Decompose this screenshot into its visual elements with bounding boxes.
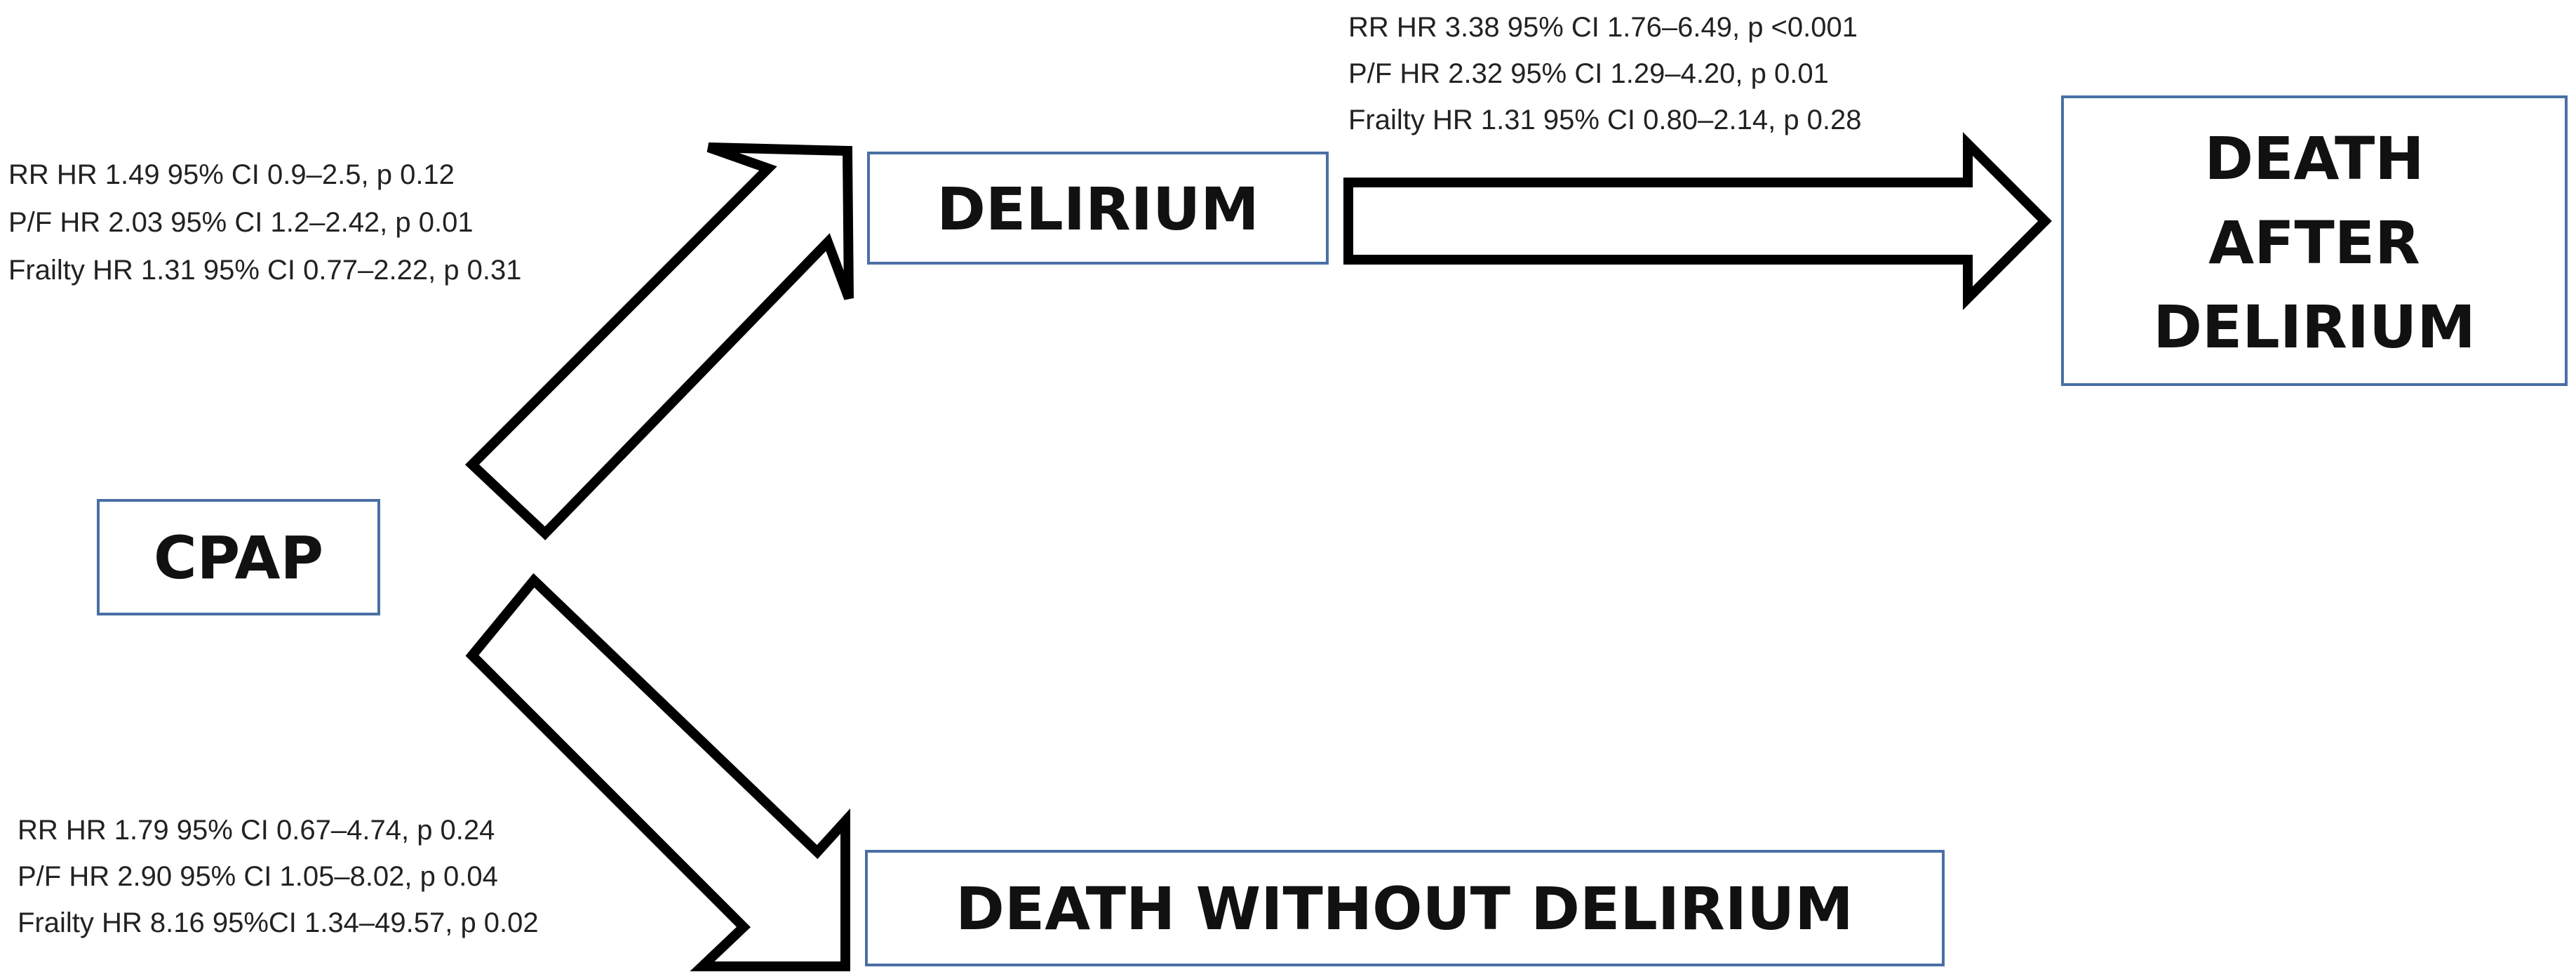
node-death-without-delirium-label: DEATH WITHOUT DELIRIUM	[955, 874, 1853, 943]
node-delirium-box	[867, 152, 1329, 265]
stats-cpap-to-delirium: RR HR 1.49 95% CI 0.9–2.5, p 0.12 P/F HR…	[8, 159, 522, 286]
arrow-cpap-to-delirium	[464, 142, 854, 540]
stat-line: Frailty HR 1.31 95% CI 0.80–2.14, p 0.28	[1348, 105, 1862, 135]
stat-line: P/F HR 2.03 95% CI 1.2–2.42, p 0.01	[8, 207, 474, 238]
stat-line: Frailty HR 1.31 95% CI 0.77–2.22, p 0.31	[8, 255, 522, 286]
node-death-without-delirium: DEATH WITHOUT DELIRIUM	[865, 850, 1945, 966]
stat-line: RR HR 1.79 95% CI 0.67–4.74, p 0.24	[18, 815, 495, 846]
stats-delirium-to-death-after: RR HR 3.38 95% CI 1.76–6.49, p <0.001 P/…	[1348, 12, 1862, 135]
node-death-after-delirium-line-3: DELIRIUM	[2153, 293, 2476, 361]
stat-line: P/F HR 2.32 95% CI 1.29–4.20, p 0.01	[1348, 58, 1829, 89]
stat-line: RR HR 1.49 95% CI 0.9–2.5, p 0.12	[8, 159, 455, 190]
node-death-after-delirium-line-2: AFTER	[2208, 208, 2420, 277]
node-cpap-label: CPAP	[154, 524, 323, 592]
node-cpap-box	[97, 499, 380, 615]
arrow-delirium-to-death-after	[1343, 132, 2052, 310]
stats-cpap-to-death-without: RR HR 1.79 95% CI 0.67–4.74, p 0.24 P/F …	[18, 815, 539, 938]
node-delirium: DELIRIUM	[867, 152, 1329, 265]
node-death-after-delirium: DEATH AFTER DELIRIUM	[2061, 95, 2568, 386]
stat-line: RR HR 3.38 95% CI 1.76–6.49, p <0.001	[1348, 12, 1858, 43]
arrow-cpap-to-death-without	[465, 573, 850, 971]
stat-line: P/F HR 2.90 95% CI 1.05–8.02, p 0.04	[18, 861, 498, 892]
node-death-after-delirium-box	[2061, 95, 2568, 386]
node-death-after-delirium-line-1: DEATH	[2204, 124, 2424, 193]
stat-line: Frailty HR 8.16 95%CI 1.34–49.57, p 0.02	[18, 907, 539, 938]
node-death-without-delirium-box	[865, 850, 1945, 966]
node-delirium-label: DELIRIUM	[937, 175, 1259, 244]
node-cpap: CPAP	[97, 499, 380, 615]
